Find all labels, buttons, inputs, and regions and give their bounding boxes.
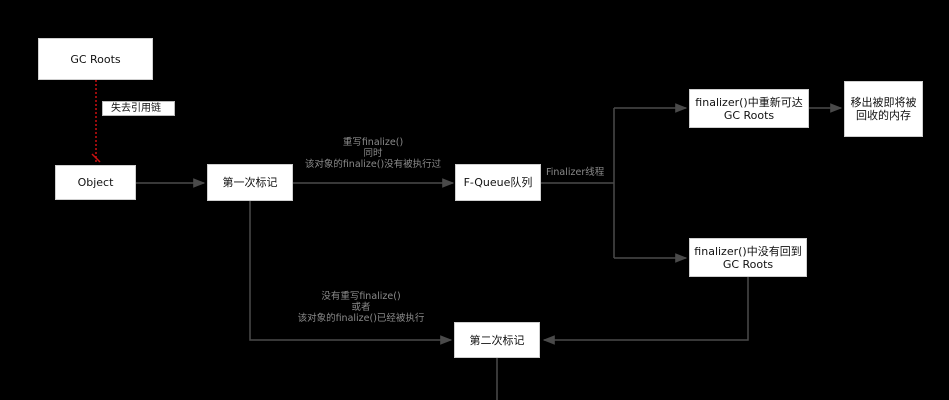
override-line1: 重写finalize() <box>342 137 404 148</box>
not-override-line1: 没有重写finalize() <box>321 291 401 302</box>
node-removed-line2: 回收的内存 <box>856 109 911 122</box>
node-not-reachable-line1: finalizer()中没有回到 <box>694 244 802 258</box>
edge-not-reachable-to-second-mark <box>542 277 749 345</box>
node-fqueue-label: F-Queue队列 <box>463 176 533 189</box>
node-reachable-line2: GC Roots <box>723 108 775 122</box>
node-not-reachable-line2: GC Roots <box>722 257 774 271</box>
finalizer-thread-label: Finalizer线程 <box>546 167 605 178</box>
node-removed-line1: 移出被即将被 <box>850 96 917 109</box>
break-mark <box>91 153 101 163</box>
edge-first-mark-to-second-mark <box>249 201 453 345</box>
not-override-line3: 该对象的finalize()已经被执行 <box>297 313 425 324</box>
node-gc-roots: GC Roots <box>38 38 153 80</box>
lose-reference-label: 失去引用链 <box>102 101 175 116</box>
node-object-label: Object <box>77 176 114 189</box>
node-fqueue: F-Queue队列 <box>455 164 541 201</box>
node-second-mark-label: 第二次标记 <box>469 333 525 347</box>
not-override-line2: 或者 <box>351 302 371 313</box>
node-removed: 移出被即将被 回收的内存 <box>844 81 923 137</box>
node-first-mark-label: 第一次标记 <box>222 176 278 189</box>
override-line2: 同时 <box>363 148 383 159</box>
node-object: Object <box>55 165 136 200</box>
node-gc-roots-label: GC Roots <box>70 52 121 66</box>
override-condition-label: 重写finalize() 同时 该对象的finalize()没有被执行过 <box>290 137 456 170</box>
node-reachable: finalizer()中重新可达 GC Roots <box>689 89 809 128</box>
override-line3: 该对象的finalize()没有被执行过 <box>304 159 442 170</box>
node-first-mark: 第一次标记 <box>207 164 293 201</box>
node-not-reachable: finalizer()中没有回到 GC Roots <box>689 238 807 277</box>
node-reachable-line1: finalizer()中重新可达 <box>695 95 803 109</box>
node-second-mark: 第二次标记 <box>454 322 540 358</box>
not-override-condition-label: 没有重写finalize() 或者 该对象的finalize()已经被执行 <box>280 291 442 324</box>
